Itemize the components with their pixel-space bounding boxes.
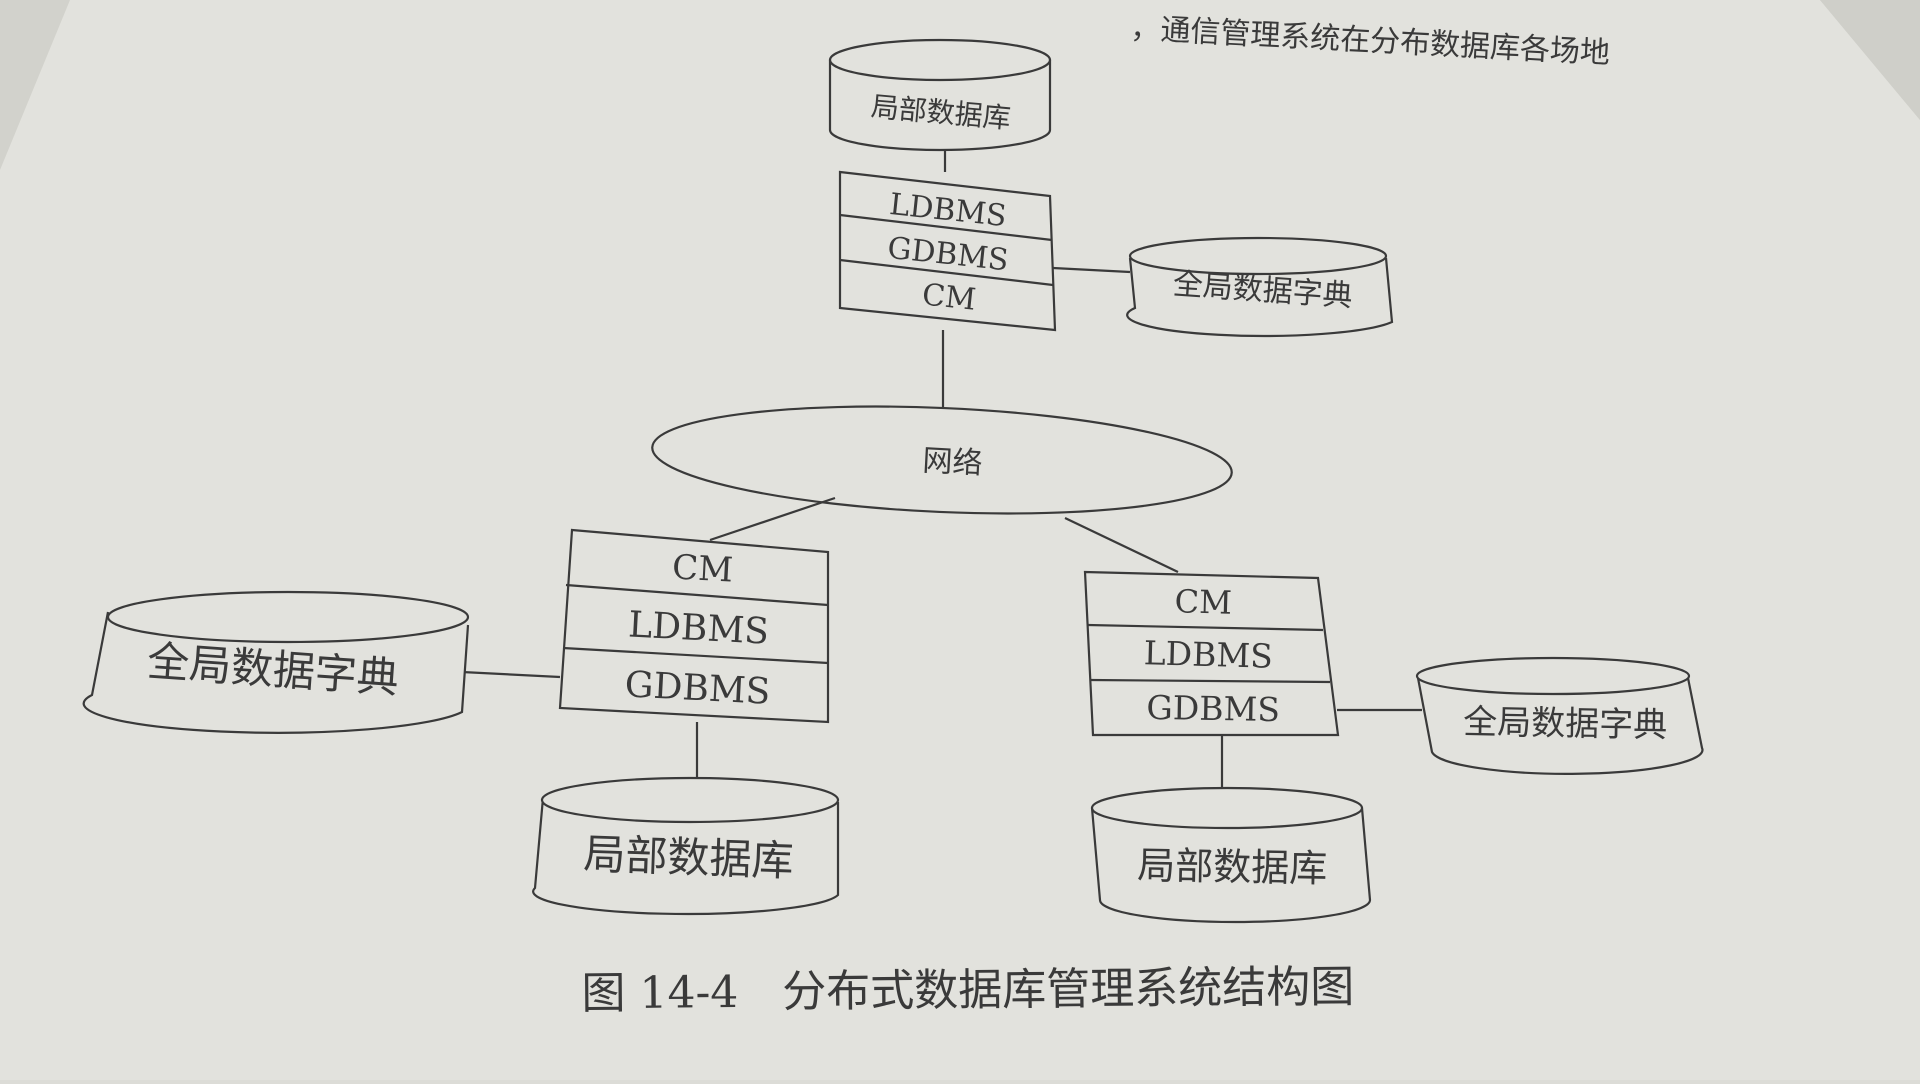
- left-stack-layer-3: GDBMS: [624, 664, 772, 713]
- figure-caption: 图 14-4 分布式数据库管理系统结构图: [581, 962, 1354, 1020]
- top-stack-box: [838, 170, 1057, 332]
- left-network-connector: [709, 496, 836, 542]
- right-stack-layer-2: LDBMS: [1143, 633, 1273, 675]
- right-stack-box: [1083, 570, 1340, 737]
- right-local-db-label: 局部数据库: [1137, 843, 1328, 890]
- left-stack-layer-2: LDBMS: [627, 604, 770, 652]
- top-global-dict-cylinder: [1126, 236, 1394, 338]
- left-dict-connector: [461, 670, 561, 679]
- left-local-db-cylinder: [532, 776, 840, 916]
- right-local-db-cylinder: [1090, 786, 1372, 924]
- left-stack-box: [558, 528, 830, 724]
- top-stack-layer-3: CM: [920, 277, 977, 317]
- network-label: 网络: [922, 443, 984, 481]
- right-global-dict-cylinder: [1415, 656, 1704, 775]
- left-local-db-label: 局部数据库: [583, 829, 795, 885]
- right-stack-layer-1: CM: [1174, 582, 1232, 621]
- network-ellipse: [651, 405, 1233, 515]
- top-dict-connector: [1052, 266, 1131, 274]
- right-stack-layer-3: GDBMS: [1146, 688, 1280, 729]
- right-global-dict-label: 全局数据字典: [1463, 702, 1668, 746]
- top-local-db-cylinder: [828, 38, 1052, 152]
- left-stack-layer-1: CM: [671, 547, 734, 590]
- left-global-dict-cylinder: [82, 590, 470, 734]
- paper-stack-edge: [1820, 0, 1920, 120]
- right-network-connector: [1064, 517, 1179, 573]
